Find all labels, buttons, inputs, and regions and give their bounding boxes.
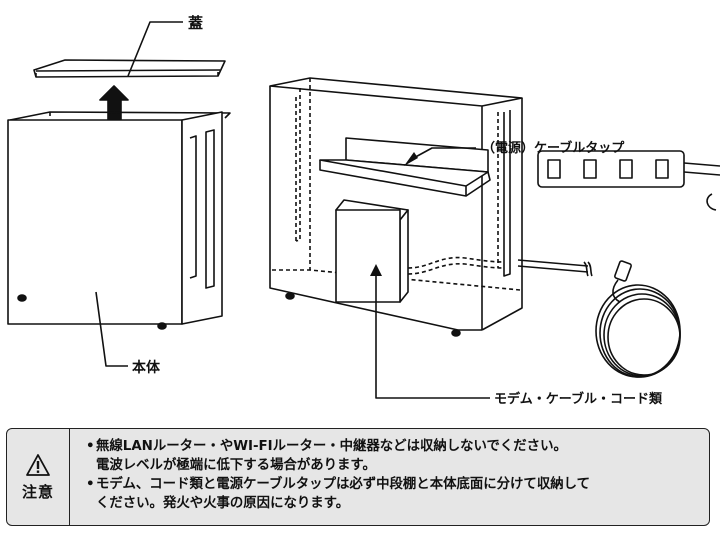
power-strip-leader-line bbox=[409, 147, 476, 161]
lid-label: 蓋 bbox=[188, 14, 203, 32]
power-strip bbox=[537, 150, 720, 211]
caution-item-line: モデム、コード類と電源ケーブルタップは必ず中段棚と本体底面に分けて収納して bbox=[96, 477, 590, 492]
caution-item-line: ください。発火や火事の原因になります。 bbox=[96, 496, 350, 511]
product-diagram: 蓋 本体 （電源）ケーブルタップ モデム・ケーブル・コード類 bbox=[7, 14, 720, 407]
warning-triangle-icon bbox=[26, 453, 50, 476]
cable-outside bbox=[517, 259, 589, 273]
caution-item-line: 電波レベルが極端に低下する場合があります。 bbox=[96, 458, 376, 473]
lid-leader-line bbox=[127, 21, 183, 77]
body-box bbox=[7, 111, 231, 330]
body-label: 本体 bbox=[132, 359, 161, 376]
caution-notice: 注意 無線LANルーター・やWI-FIルーター・中継器などは収納しないでください… bbox=[6, 428, 710, 526]
storage-box-transparent bbox=[269, 77, 523, 337]
lan-cable-coil bbox=[595, 260, 681, 378]
modem bbox=[335, 199, 409, 303]
middle-shelf bbox=[319, 137, 491, 197]
caution-item: 無線LANルーター・やWI-FIルーター・中継器などは収納しないでください。 電… bbox=[86, 437, 590, 475]
body-leader-line bbox=[95, 291, 128, 367]
caution-header: 注意 bbox=[7, 429, 70, 525]
power-strip-label: （電源）ケーブルタップ bbox=[482, 140, 625, 156]
cable-inside bbox=[407, 256, 505, 269]
caution-item-line: 無線LANルーター・やWI-FIルーター・中継器などは収納しないでください。 bbox=[96, 439, 567, 454]
caution-title: 注意 bbox=[21, 482, 54, 501]
caution-item: モデム、コード類と電源ケーブルタップは必ず中段棚と本体底面に分けて収納して くだ… bbox=[86, 475, 590, 513]
modem-leader-line bbox=[375, 272, 490, 399]
caution-body: 無線LANルーター・やWI-FIルーター・中継器などは収納しないでください。 電… bbox=[70, 429, 590, 525]
lid bbox=[33, 59, 226, 78]
modem-label: モデム・ケーブル・コード類 bbox=[494, 391, 663, 407]
